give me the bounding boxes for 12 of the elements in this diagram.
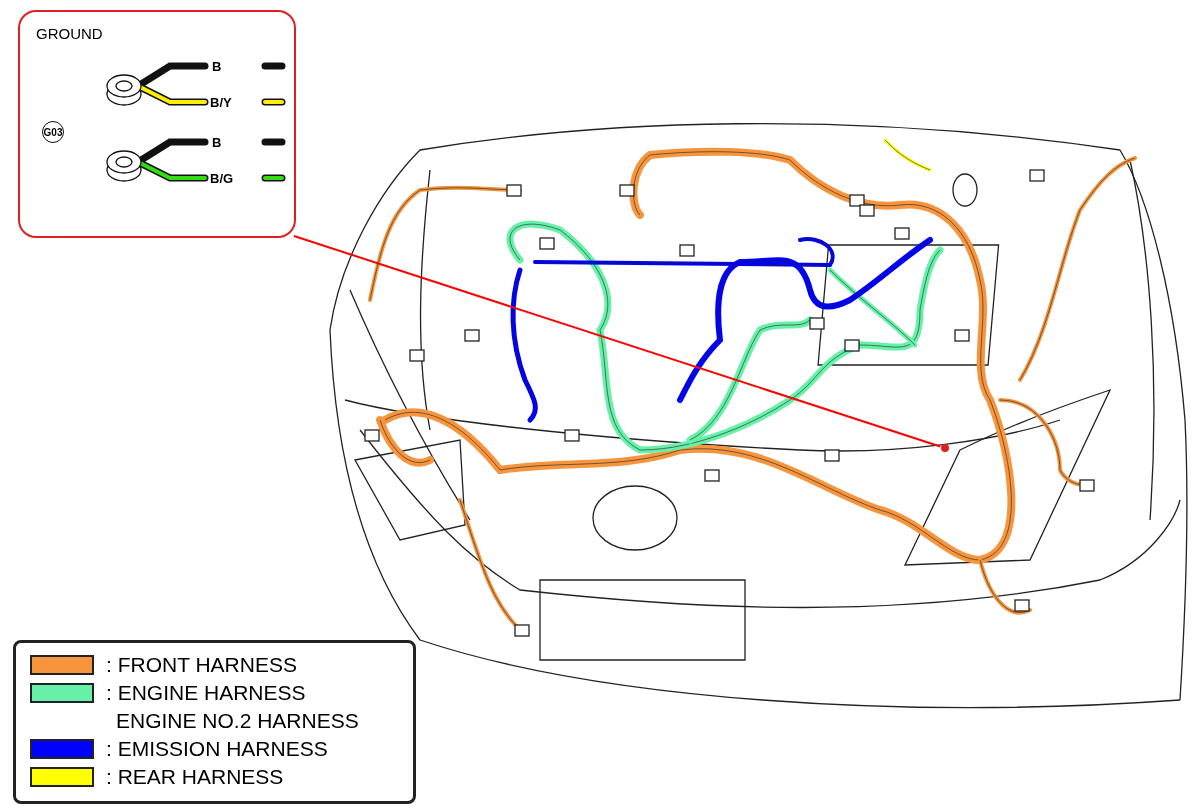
legend-text: : FRONT HARNESS [106,652,298,678]
wire-color-label: B [212,59,222,74]
wire-color-label: B/Y [210,95,232,110]
ground-point-marker [940,443,950,453]
wire-color-label: B/G [210,171,234,186]
legend-text: : ENGINE HARNESS ENGINE NO.2 HARNESS [106,680,360,734]
wire-color-label: B [212,135,222,150]
legend-text: : REAR HARNESS [106,764,285,790]
inset-panel [18,10,296,238]
legend-text: : EMISSION HARNESS [106,736,329,762]
inset-title: GROUND [36,26,103,41]
leader-line [293,235,942,448]
